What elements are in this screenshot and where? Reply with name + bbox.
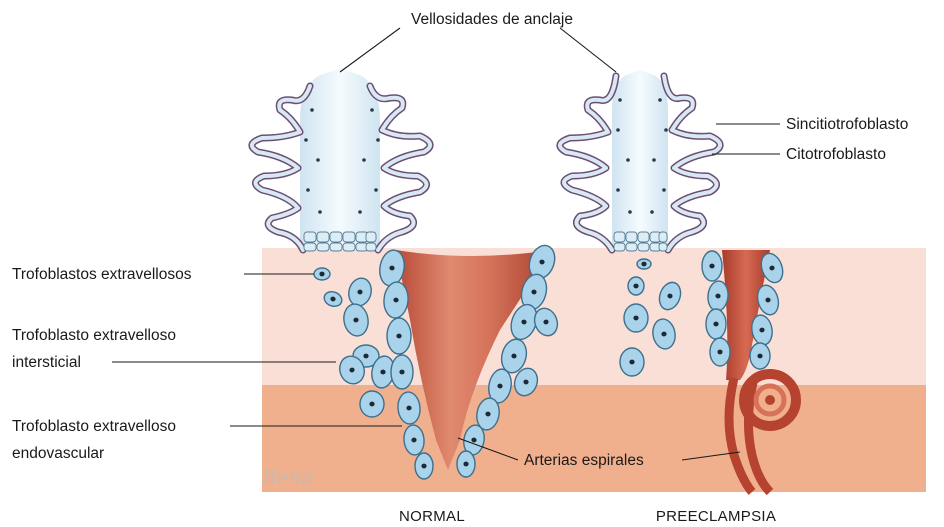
label-extravillous: Trofoblastos extravellosos: [12, 266, 192, 283]
villus-nucleus: [316, 158, 320, 162]
villus-nucleus: [652, 158, 656, 162]
cell-column-normal: [304, 232, 376, 251]
villus-nucleus: [616, 188, 620, 192]
trophoblast-cell: [314, 268, 330, 280]
villus-nucleus: [664, 128, 668, 132]
villus-core-normal: [300, 68, 380, 250]
villus-nucleus: [310, 108, 314, 112]
trophoblast-cell: [637, 259, 651, 269]
villus-nucleus: [658, 98, 662, 102]
villus-nucleus: [374, 188, 378, 192]
trophoblast-cell: [710, 338, 730, 366]
villus-nucleus: [618, 98, 622, 102]
label-endovascular-2: endovascular: [12, 445, 104, 462]
label-cytotrophoblast: Citotrofoblasto: [786, 146, 886, 163]
label-interstitial-2: intersticial: [12, 354, 81, 371]
villus-nucleus: [650, 210, 654, 214]
trophoblast-cell: [391, 355, 413, 389]
label-spiral-arteries: Arterias espirales: [524, 452, 644, 469]
villus-nucleus: [304, 138, 308, 142]
trophoblast-cell: [387, 318, 411, 354]
villus-nucleus: [628, 210, 632, 214]
trophoblast-cell: [750, 343, 770, 369]
trophoblast-cell: [620, 348, 644, 376]
villus-nucleus: [318, 210, 322, 214]
leader-anchoring-villi-right: [560, 28, 616, 72]
trophoblast-cell: [702, 251, 722, 281]
villus-nucleus: [370, 108, 374, 112]
label-anchoring-villi: Vellosidades de anclaje: [411, 11, 573, 28]
trophoblast-cell: [457, 451, 475, 477]
anchoring-villus-preeclampsia: [560, 70, 720, 251]
trophoblast-cell: [706, 309, 726, 339]
villus-nucleus: [362, 158, 366, 162]
trophoblast-cell: [628, 277, 644, 295]
villus-nucleus: [662, 188, 666, 192]
anchoring-villus-normal: [252, 68, 430, 251]
villus-nucleus: [626, 158, 630, 162]
trophoblast-cell: [624, 304, 648, 332]
caption-preeclampsia: PREECLAMPSIA: [656, 508, 776, 525]
villus-nucleus: [616, 128, 620, 132]
artist-signature: Bena: [261, 465, 313, 489]
villus-nucleus: [306, 188, 310, 192]
villus-nucleus: [358, 210, 362, 214]
villus-core-preeclampsia: [612, 70, 668, 250]
cell-column-preeclampsia: [614, 232, 667, 251]
label-endovascular-1: Trofoblasto extravelloso: [12, 418, 176, 435]
trophoblast-cell: [415, 453, 433, 479]
trophoblast-cell: [360, 391, 384, 417]
villus-nucleus: [376, 138, 380, 142]
label-syncytiotrophoblast: Sincitiotrofoblasto: [786, 116, 908, 133]
caption-normal: NORMAL: [399, 508, 465, 525]
label-interstitial-1: Trofoblasto extravelloso: [12, 327, 176, 344]
leader-anchoring-villi-left: [340, 28, 400, 72]
